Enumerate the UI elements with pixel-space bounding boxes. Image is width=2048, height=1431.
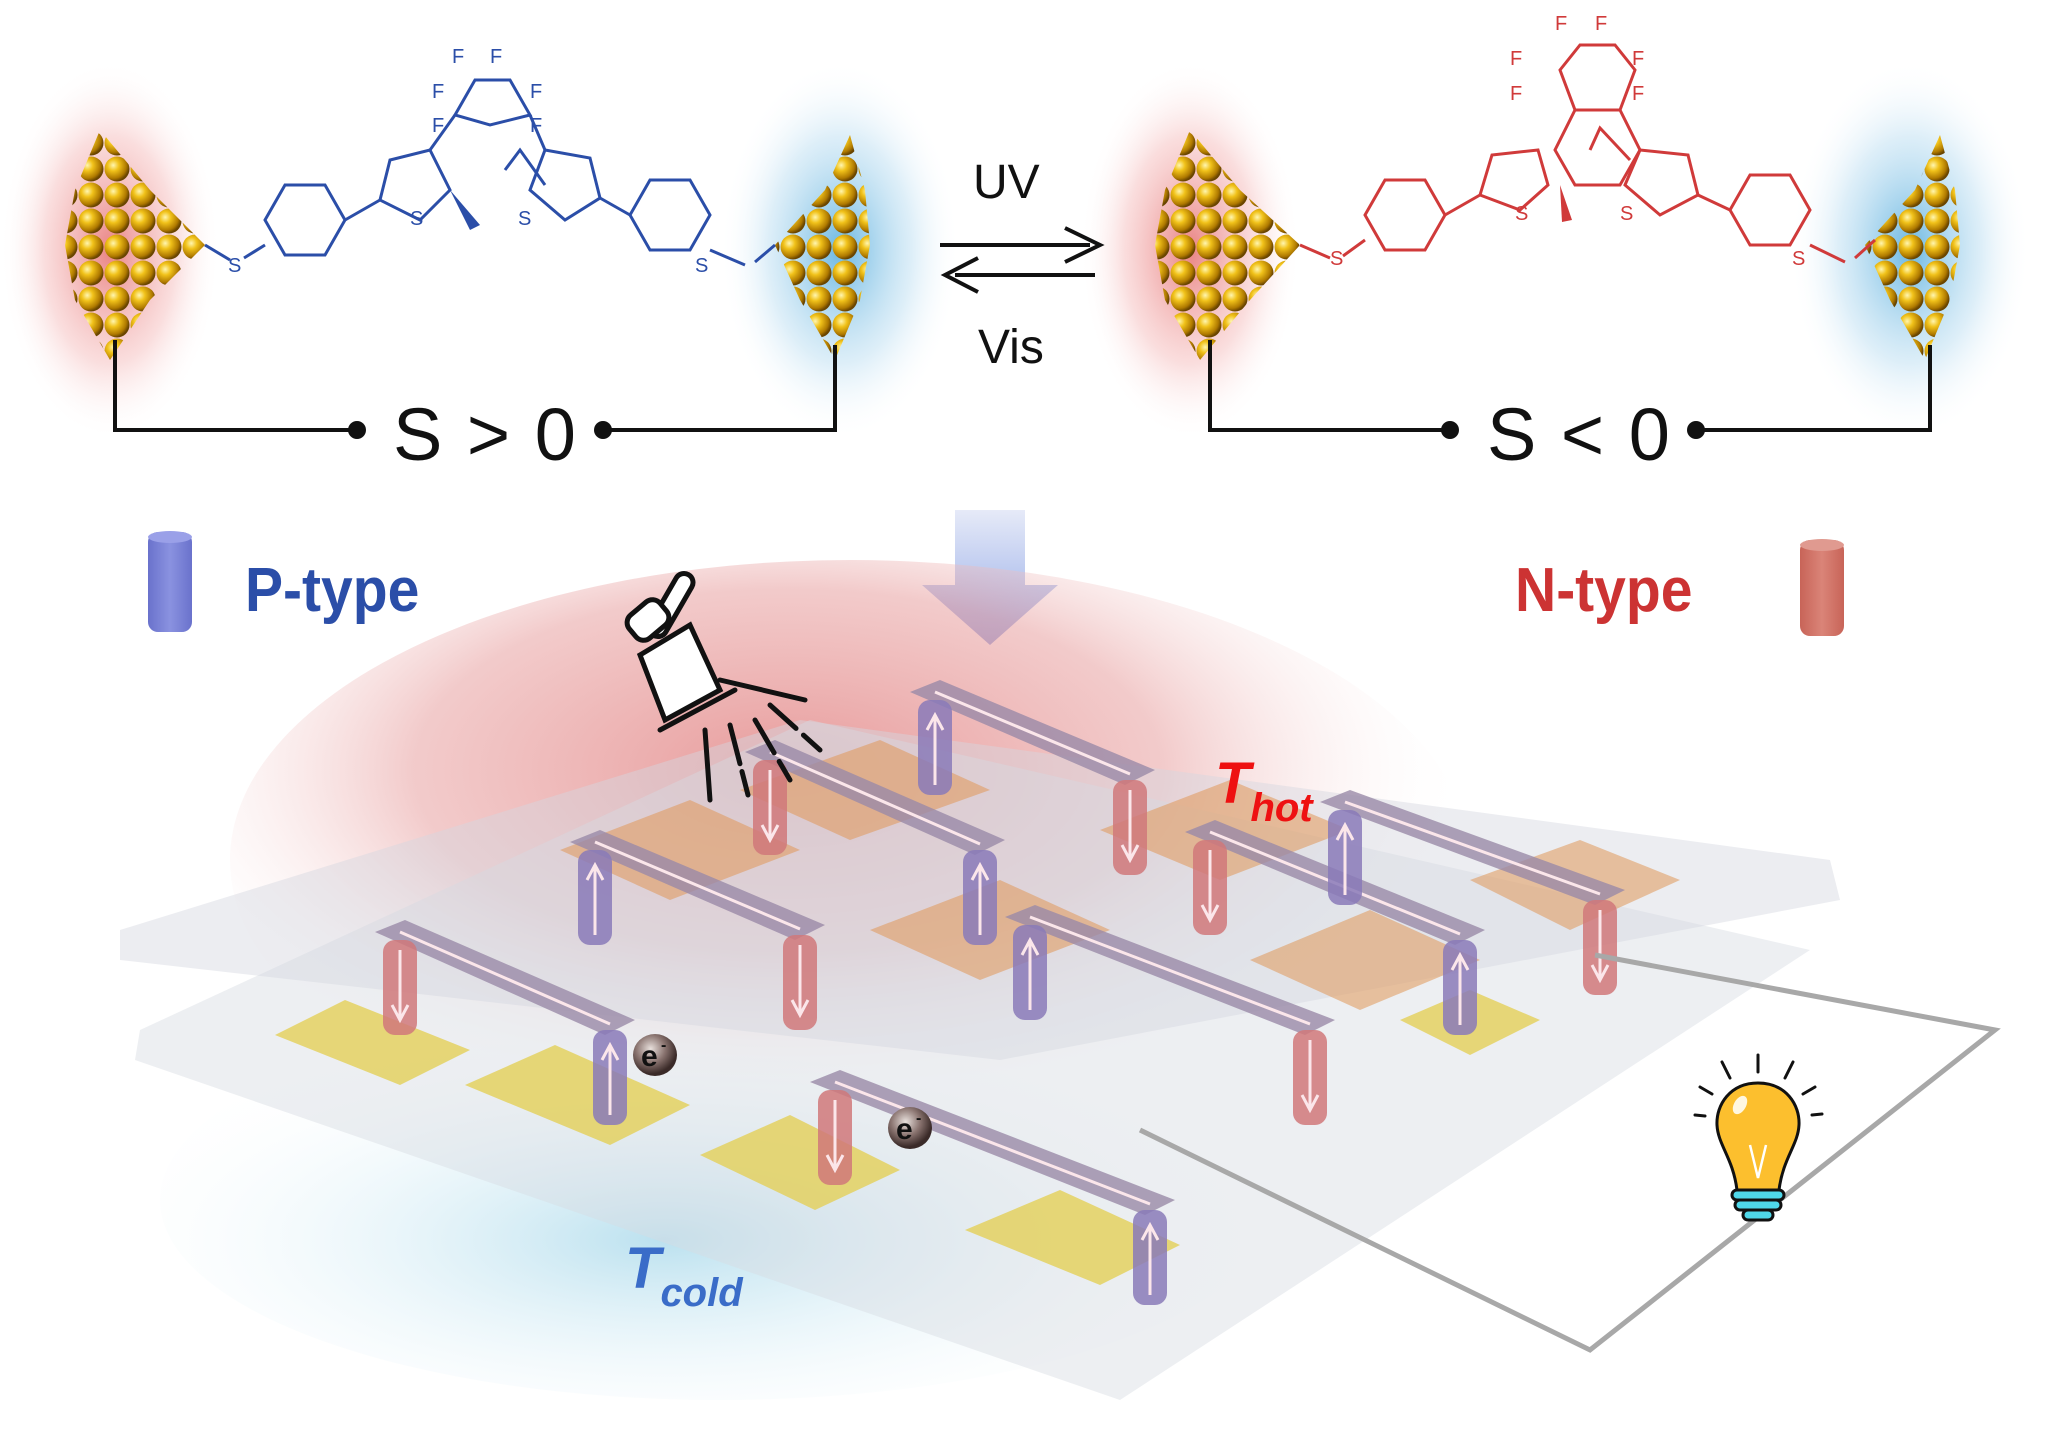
lightbulb-icon xyxy=(1693,1053,1824,1222)
arrow-head xyxy=(1140,1221,1160,1241)
electron-label: e xyxy=(896,1113,913,1146)
gold-electrode-left-2 xyxy=(1155,130,1300,360)
p-type-label: P-type xyxy=(245,556,420,625)
n-type-leg-icon xyxy=(1800,539,1844,636)
arrow-head xyxy=(825,1154,845,1174)
arrow-head xyxy=(1590,964,1610,984)
thermocouple xyxy=(810,1070,1175,1305)
svg-text:S: S xyxy=(518,208,531,230)
current-path xyxy=(769,750,981,846)
terminal-dot xyxy=(594,421,612,439)
electron-charge: - xyxy=(661,1037,666,1054)
terminal-dot xyxy=(1441,421,1459,439)
svg-text:F: F xyxy=(1555,13,1567,35)
svg-text:F: F xyxy=(1632,48,1644,70)
electron-2: e - xyxy=(888,1107,932,1149)
p-type-leg-icon xyxy=(148,531,192,632)
thermoelectric-couples xyxy=(375,680,1625,1305)
svg-text:S: S xyxy=(1620,203,1633,225)
arrow-head xyxy=(790,999,810,1019)
current-path xyxy=(1029,915,1311,1026)
svg-text:F: F xyxy=(530,115,542,137)
molecule-open-form xyxy=(204,78,776,267)
molecule-closed-form xyxy=(1299,43,1877,264)
vis-label: Vis xyxy=(978,321,1044,374)
terminal-dot xyxy=(1687,421,1705,439)
electron-1: e - xyxy=(633,1034,677,1076)
arrow-head xyxy=(585,861,605,881)
cold-temperature-label: Tcold xyxy=(625,1235,743,1315)
svg-text:S: S xyxy=(695,255,708,277)
thermocouple xyxy=(745,740,1005,945)
external-wire xyxy=(1138,952,2001,1353)
svg-text:S: S xyxy=(1792,248,1805,270)
arrow-head xyxy=(970,861,990,881)
arrow-head xyxy=(1200,904,1220,924)
n-type-label: N-type xyxy=(1515,556,1693,625)
arrow-head xyxy=(1335,821,1355,841)
svg-text:S: S xyxy=(1330,248,1343,270)
arrow-head xyxy=(1450,951,1470,971)
thermocouple xyxy=(910,680,1155,875)
arrow-head xyxy=(1300,1094,1320,1114)
svg-text:F: F xyxy=(1595,13,1607,35)
svg-text:F: F xyxy=(1510,83,1522,105)
svg-text:F: F xyxy=(1632,83,1644,105)
gold-electrode-left-1 xyxy=(65,130,205,360)
arrow-head xyxy=(1020,936,1040,956)
svg-text:F: F xyxy=(452,46,464,68)
current-path xyxy=(934,690,1131,776)
methyl-wedge-2 xyxy=(1560,185,1572,222)
bottom-substrate xyxy=(135,720,1810,1400)
terminal-dot xyxy=(348,421,366,439)
thermocouple xyxy=(1320,790,1625,995)
arrow-head xyxy=(600,1041,620,1061)
svg-text:S: S xyxy=(1515,203,1528,225)
hot-temperature-label: Thot xyxy=(1215,750,1313,830)
svg-text:S: S xyxy=(410,208,423,230)
electron-charge: - xyxy=(916,1110,921,1127)
hot-side-glow xyxy=(230,560,1470,1160)
thermocouple xyxy=(1005,905,1335,1125)
cold-side-glow xyxy=(160,1000,1280,1400)
methyl-wedge-1 xyxy=(450,190,480,230)
svg-text:F: F xyxy=(432,115,444,137)
current-path xyxy=(834,1080,1151,1206)
seebeck-positive-label: S > 0 xyxy=(393,393,578,476)
arrow-head xyxy=(760,824,780,844)
arrow-head xyxy=(925,711,945,731)
lamp-icon xyxy=(624,570,823,803)
svg-text:F: F xyxy=(530,81,542,103)
arrow-head xyxy=(390,1004,410,1024)
thermocouple xyxy=(570,830,825,1030)
circuit-wire-left xyxy=(113,340,837,432)
equilibrium-arrows xyxy=(940,226,1105,294)
arrow-head xyxy=(1120,844,1140,864)
hot-label-sub: hot xyxy=(1250,786,1313,830)
electron-label: e xyxy=(641,1040,658,1073)
gold-electrode-right-2 xyxy=(1865,135,1960,360)
uv-label: UV xyxy=(973,156,1040,209)
gold-electrode-right-1 xyxy=(775,135,870,360)
seebeck-negative-label: S < 0 xyxy=(1487,393,1672,476)
thermocouple xyxy=(375,920,635,1125)
circuit-wire-right xyxy=(1208,340,1932,432)
svg-text:F: F xyxy=(1510,48,1522,70)
svg-text:F: F xyxy=(432,81,444,103)
cold-label-sub: cold xyxy=(660,1271,743,1315)
cold-label-main: T xyxy=(625,1236,661,1301)
svg-text:S: S xyxy=(228,255,241,277)
svg-text:F: F xyxy=(490,46,502,68)
current-path xyxy=(1344,800,1601,896)
current-path xyxy=(594,840,801,931)
hot-label-main: T xyxy=(1215,751,1251,816)
current-path xyxy=(399,930,611,1026)
